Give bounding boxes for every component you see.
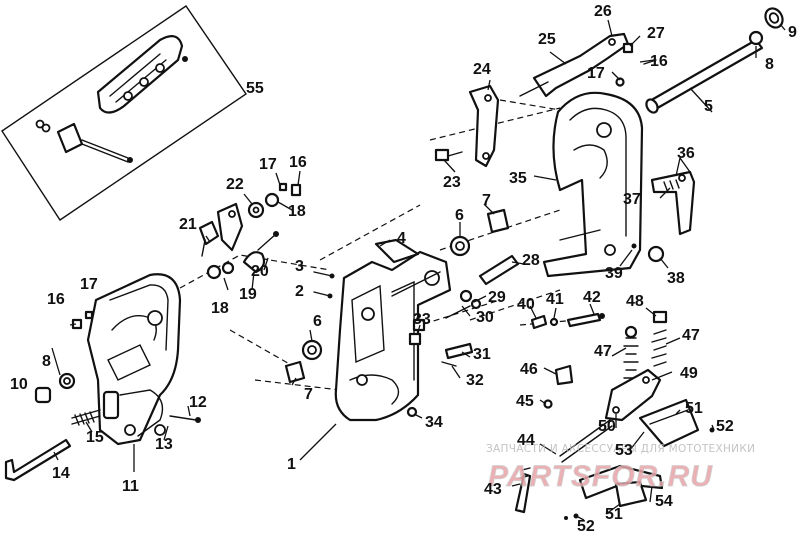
pins-40-42 bbox=[530, 312, 605, 330]
callout-16-left: 16 bbox=[47, 291, 65, 308]
tilt-tube-5 bbox=[645, 7, 784, 114]
callout-25: 25 bbox=[538, 31, 556, 48]
linkage-upper-left bbox=[198, 182, 302, 280]
callout-19: 19 bbox=[239, 286, 257, 303]
callout-43: 43 bbox=[484, 481, 502, 498]
callout-4: 4 bbox=[397, 230, 406, 247]
callout-10: 10 bbox=[10, 376, 28, 393]
callout-16-right: 16 bbox=[650, 53, 668, 70]
swivel-bracket bbox=[334, 238, 452, 422]
left-clamp-bracket bbox=[86, 273, 182, 446]
callout-23: 23 bbox=[443, 174, 461, 191]
bolts-31-34 bbox=[412, 318, 474, 367]
callout-32: 32 bbox=[466, 372, 484, 389]
callout-38: 38 bbox=[667, 270, 685, 287]
callout-42: 42 bbox=[583, 289, 601, 306]
callout-51-lower: 51 bbox=[605, 506, 623, 523]
callout-51-upper: 51 bbox=[685, 400, 703, 417]
callout-6-lower: 6 bbox=[313, 313, 322, 330]
callout-28: 28 bbox=[522, 252, 540, 269]
callout-37: 37 bbox=[623, 191, 641, 208]
watermark-brand: PARTSFOR.RU bbox=[488, 460, 713, 493]
callout-47-left: 47 bbox=[594, 343, 612, 360]
callout-3: 3 bbox=[295, 258, 304, 275]
callout-29: 29 bbox=[488, 289, 506, 306]
callout-15: 15 bbox=[86, 429, 104, 446]
left-hardware bbox=[4, 310, 201, 482]
callout-13: 13 bbox=[155, 436, 173, 453]
callout-55: 55 bbox=[246, 80, 264, 97]
bushings-6-7 bbox=[284, 208, 510, 384]
callout-39: 39 bbox=[605, 265, 623, 282]
leader-lines bbox=[51, 19, 786, 521]
callout-49: 49 bbox=[680, 365, 698, 382]
inset-frame bbox=[1, 5, 247, 221]
callout-12: 12 bbox=[189, 394, 207, 411]
callout-17-left: 17 bbox=[80, 276, 98, 293]
callout-21: 21 bbox=[179, 216, 197, 233]
callout-31: 31 bbox=[473, 346, 491, 363]
callout-30: 30 bbox=[476, 309, 494, 326]
callout-47-right: 47 bbox=[682, 327, 700, 344]
pin-28-29-30 bbox=[445, 254, 520, 319]
stern-bracket-right bbox=[542, 91, 644, 278]
callout-44: 44 bbox=[517, 432, 535, 449]
bolts-2-3 bbox=[313, 271, 335, 299]
callout-8-left: 8 bbox=[42, 353, 51, 370]
callout-24: 24 bbox=[473, 61, 491, 78]
callout-48: 48 bbox=[626, 293, 644, 310]
callout-22: 22 bbox=[226, 176, 244, 193]
callout-6-upper: 6 bbox=[455, 207, 464, 224]
callout-2: 2 bbox=[295, 283, 304, 300]
callout-7-lower: 7 bbox=[304, 386, 313, 403]
callout-9: 9 bbox=[788, 24, 797, 41]
callout-46: 46 bbox=[520, 361, 538, 378]
tilt-lock-plate bbox=[519, 32, 657, 98]
callout-18-upper: 18 bbox=[288, 203, 306, 220]
tilt-lever-36 bbox=[631, 170, 696, 263]
inset-kit-55 bbox=[1, 5, 247, 221]
callout-52-lower: 52 bbox=[577, 518, 595, 533]
callout-8-right: 8 bbox=[765, 56, 774, 73]
callout-17-right: 17 bbox=[587, 65, 605, 82]
callout-36: 36 bbox=[677, 145, 695, 162]
callout-34: 34 bbox=[425, 414, 443, 431]
callout-14: 14 bbox=[52, 465, 70, 482]
callout-53: 53 bbox=[615, 442, 633, 459]
callout-54: 54 bbox=[655, 493, 673, 510]
callout-1: 1 bbox=[287, 456, 296, 473]
callout-40: 40 bbox=[517, 296, 535, 313]
callout-16-mid: 16 bbox=[289, 154, 307, 171]
callout-27: 27 bbox=[647, 25, 665, 42]
callout-50: 50 bbox=[598, 418, 616, 435]
callout-18-lower: 18 bbox=[211, 300, 229, 317]
callout-26: 26 bbox=[594, 3, 612, 20]
callout-35: 35 bbox=[509, 170, 527, 187]
callout-41: 41 bbox=[546, 291, 564, 308]
callout-33: 33 bbox=[413, 311, 431, 328]
lower-right-linkage bbox=[514, 310, 715, 520]
callout-52-upper: 52 bbox=[716, 418, 734, 435]
watermark-tagline: ЗАПЧАСТИ И АКСЕССУАРЫ ДЛЯ МОТОТЕХНИКИ bbox=[486, 443, 755, 455]
callout-7-upper: 7 bbox=[482, 192, 491, 209]
callout-11: 11 bbox=[122, 478, 139, 495]
callout-45: 45 bbox=[516, 393, 534, 410]
callout-17-mid: 17 bbox=[259, 156, 277, 173]
callouts: 1 2 3 4 5 6 6 7 7 8 8 9 10 11 12 13 14 1… bbox=[10, 3, 797, 533]
watermark: ЗАПЧАСТИ И АКСЕССУАРЫ ДЛЯ МОТОТЕХНИКИ PA… bbox=[486, 443, 755, 493]
callout-20: 20 bbox=[251, 263, 269, 280]
inset-bracket bbox=[96, 35, 184, 114]
tilt-lever-24 bbox=[434, 84, 500, 168]
callout-5: 5 bbox=[704, 98, 713, 115]
